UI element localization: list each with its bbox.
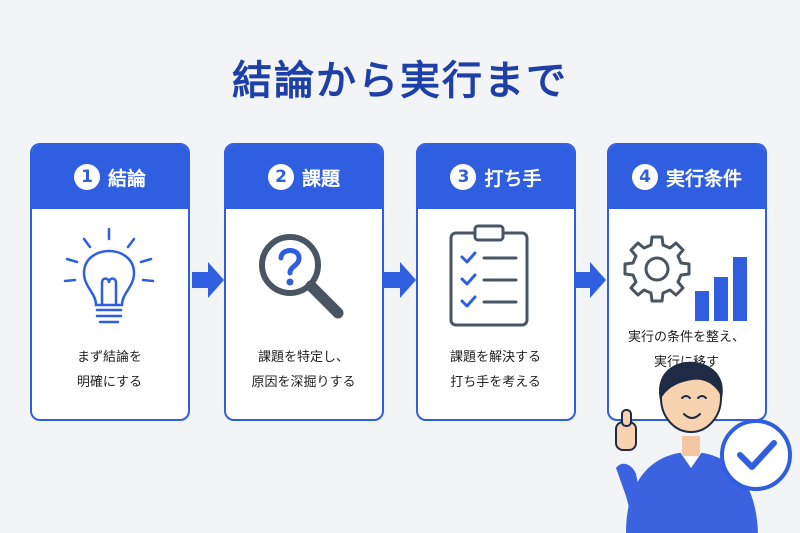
step-card-1: 1 結論 まず結論を 明確にする <box>30 143 190 421</box>
step-header-3: 3 打ち手 <box>418 145 574 209</box>
step-label: 打ち手 <box>484 167 542 190</box>
page-title: 結論から実行まで <box>232 58 568 104</box>
step-label: 実行条件 <box>665 167 742 190</box>
step-header-4: 4 実行条件 <box>609 145 765 209</box>
step-description: 課題を特定し、 原因を深掘りする <box>251 350 356 390</box>
arrow-right-icon <box>384 262 416 298</box>
magnifier-question-icon <box>259 234 344 319</box>
step-card-3: 3 打ち手 課題を解決する 打ち手を考える <box>416 143 576 421</box>
step-header-2: 2 課題 <box>226 145 382 209</box>
step-number-badge: 4 <box>631 164 658 190</box>
step-number-badge: 3 <box>450 164 477 190</box>
step-label: 結論 <box>107 167 146 190</box>
step-header-1: 1 結論 <box>32 145 188 209</box>
step-label: 課題 <box>301 167 340 190</box>
arrow-right-icon <box>574 262 606 298</box>
step-number-badge: 2 <box>267 164 294 190</box>
arrow-right-icon <box>192 262 224 298</box>
lightbulb-icon <box>63 227 155 324</box>
gear-chart-icon <box>623 235 747 321</box>
step-description: まず結論を 明確にする <box>76 350 143 390</box>
step-number-badge: 1 <box>73 164 100 190</box>
step-description: 課題を解決する 打ち手を考える <box>449 350 541 390</box>
person-thumbs-up-illustration <box>615 361 792 533</box>
clipboard-checklist-icon <box>449 224 529 327</box>
step-card-2: 2 課題 課題を特定し、 原因を深掘りする <box>224 143 384 421</box>
